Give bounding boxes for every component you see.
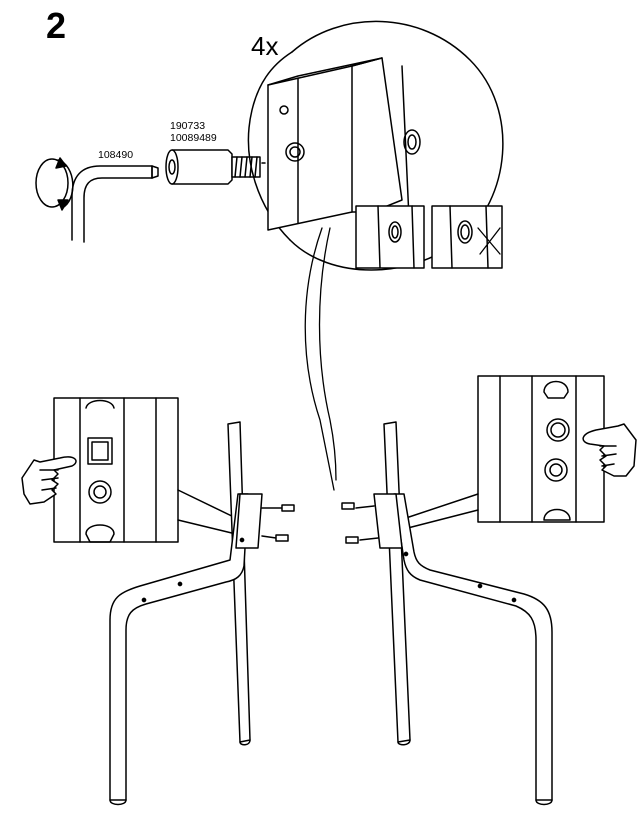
part-number-allen-key: 108490 [98, 149, 134, 161]
right-leg-frame [373, 421, 553, 806]
step-number: 2 [46, 5, 67, 46]
connector-bolt-icon [165, 149, 276, 185]
allen-key-icon [71, 165, 159, 243]
part-number-bolt-1: 190733 [170, 120, 206, 132]
connector-bolt-icon [261, 504, 295, 542]
correct-detail [355, 205, 425, 269]
left-detail-box [53, 397, 241, 543]
pointing-hand-icon [21, 456, 77, 505]
rotate-clockwise-icon [35, 157, 74, 211]
pointing-hand-icon [582, 423, 637, 477]
right-detail-box [399, 375, 605, 531]
cross-mark-icon [477, 227, 501, 255]
incorrect-detail [431, 205, 503, 269]
leader-line [304, 227, 335, 491]
part-number-bolt-2: 10089489 [170, 132, 217, 144]
connector-bolt-icon [341, 502, 379, 544]
left-leg-frame [109, 421, 263, 806]
quantity-label: 4x [251, 31, 279, 61]
